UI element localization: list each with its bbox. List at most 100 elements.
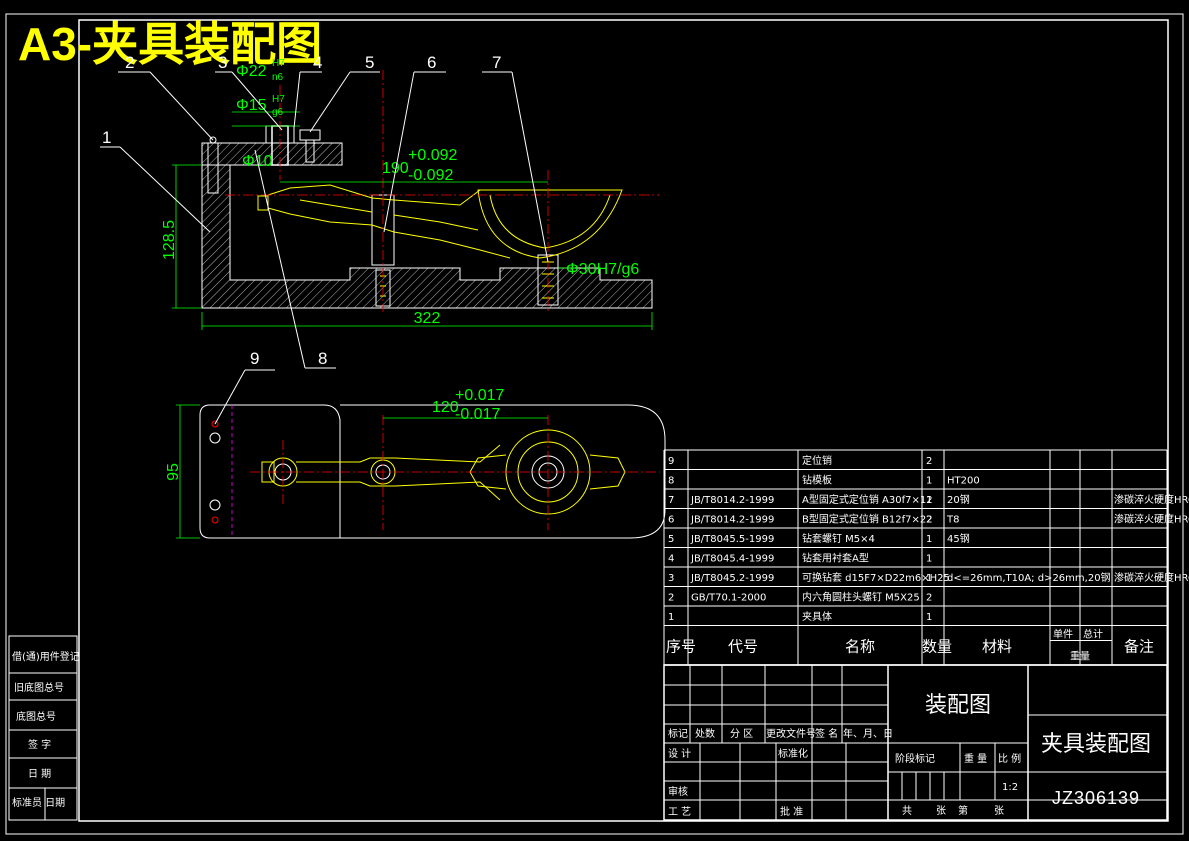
tb-scale-value: 1:2: [1002, 782, 1018, 793]
bom-row-name: 定位销: [802, 454, 832, 467]
bom-row-qty: 1: [926, 476, 932, 487]
tb-part-name: 夹具装配图: [1041, 732, 1151, 757]
tb-std: 标准化: [778, 747, 808, 760]
bom-head-no: 序号: [666, 638, 696, 656]
tb-total: 共: [902, 805, 912, 817]
sidebar-borrow-reg: 借(通)用件登记: [12, 650, 80, 663]
tb-no: 第: [958, 804, 968, 817]
sidebar-date: 日 期: [28, 768, 51, 780]
bom-row-note: 渗碳淬火硬度HRC50: [1114, 493, 1189, 506]
callout-1: 1: [102, 128, 111, 147]
fixture-body-section: [201, 164, 653, 309]
dim-phi22-fit-bot: n6: [272, 72, 284, 83]
bom-row-material: 45钢: [947, 532, 970, 545]
bom-row-qty: 2: [926, 593, 932, 604]
bom-row-material: HT200: [947, 476, 980, 487]
dim-phi15-fit-bot: g6: [272, 107, 284, 118]
dim-120: 120: [432, 399, 459, 416]
top-view: 120 +0.017 -0.017 95 9 8: [165, 349, 666, 539]
bom-row-qty: 2: [926, 456, 932, 467]
bom-row-name: 钻套螺钉 M5×4: [802, 532, 875, 545]
dim-length-322: 322: [414, 310, 441, 327]
bom-row-qty: 1: [926, 554, 932, 565]
bom-head-total-weight: 总计: [1083, 628, 1103, 641]
base-outline-top: [199, 404, 341, 539]
tb-sheet: 张: [994, 805, 1004, 817]
outer-frame: [5, 13, 1184, 835]
callout-leaders: [100, 71, 549, 369]
dim-phi15-fit-top: H7: [272, 94, 285, 105]
tb-mark: 标记: [668, 728, 688, 740]
sidebar-old-base: 旧底图总号: [14, 681, 64, 694]
tb-design: 设 计: [668, 747, 691, 760]
bom-row-no: 7: [668, 495, 674, 506]
callout-2: 2: [125, 53, 134, 72]
tb-drawing-type: 装配图: [925, 693, 991, 718]
bom-row-no: 1: [668, 612, 674, 623]
bom-row-note: 渗碳淬火硬度HRC50: [1114, 571, 1189, 584]
sidebar-std-date: 标准员 日期: [12, 797, 65, 809]
bom-row-qty: 1: [926, 495, 932, 506]
dim-height-128: 128.5: [161, 220, 178, 260]
tb-stage: 阶段标记: [895, 752, 935, 765]
sidebar-signature: 签 字: [28, 738, 51, 751]
drawing-title: A3-夹具装配图: [18, 18, 322, 70]
dim-phi22: Φ22: [236, 63, 267, 80]
bom-row-code: JB/T8045.5-1999: [690, 534, 774, 545]
title-block: 标记 处数 分 区 更改文件号 签 名 年、月、日 设 计 标准化 审核 工 艺…: [663, 664, 1168, 821]
callout-5: 5: [365, 53, 374, 72]
bom-row-note: 渗碳淬火硬度HRC50: [1114, 513, 1189, 526]
callout-4: 4: [313, 53, 322, 72]
tb-doc: 更改文件号: [766, 727, 816, 740]
tb-date: 年、月、日: [843, 727, 893, 740]
tb-scale: 比 例: [998, 752, 1021, 765]
bom-row-name: A型固定式定位销 A30f7×12: [802, 493, 933, 506]
tb-craft: 工 艺: [668, 806, 691, 818]
bom-row-material: d<=26mm,T10A; d>26mm,20钢: [947, 571, 1111, 584]
callout-9: 9: [250, 349, 259, 368]
dim-phi30: Φ30H7/g6: [566, 261, 639, 278]
bom-row-name: 夹具体: [802, 610, 832, 623]
bom-row-material: 20钢: [947, 493, 970, 506]
bom-row-no: 5: [668, 534, 674, 545]
left-sidebar: 借(通)用件登记 旧底图总号 底图总号 签 字 日 期 标准员 日期: [8, 635, 80, 821]
bom-row-no: 2: [668, 593, 674, 604]
tb-approve: 批 准: [780, 805, 803, 818]
bom-row-qty: 1: [926, 573, 932, 584]
bom-row-name: 钻套用衬套A型: [802, 552, 869, 565]
bom-row-code: JB/T8045.4-1999: [690, 554, 774, 565]
tb-sign: 签 名: [815, 727, 838, 740]
bom-head-code: 代号: [728, 638, 758, 656]
tb-drawing-code: JZ306139: [1052, 788, 1140, 808]
bom-head-unit-weight: 单件: [1053, 629, 1073, 641]
callout-8-front: 8: [318, 349, 327, 368]
bom-row-code: JB/T8045.2-1999: [690, 573, 774, 584]
dim-190-minus: -0.092: [408, 167, 453, 184]
bom-head-weight: 重量: [1070, 650, 1090, 663]
tb-weight: 重 量: [964, 752, 987, 765]
tb-sheets: 张: [936, 805, 946, 817]
dim-120-minus: -0.017: [455, 406, 500, 423]
tb-review: 审核: [668, 785, 688, 798]
bom-row-no: 3: [668, 573, 674, 584]
bom-row-no: 9: [668, 456, 674, 467]
bom-row-code: JB/T8014.2-1999: [690, 495, 774, 506]
workpiece-front: [257, 184, 623, 259]
dim-phi15: Φ15: [236, 97, 267, 114]
dim-190-plus: +0.092: [408, 147, 457, 164]
bom-row-qty: 1: [926, 534, 932, 545]
bom-row-no: 6: [668, 515, 674, 526]
bom-row-code: GB/T70.1-2000: [691, 593, 766, 604]
bom-row-name: 内六角圆柱头螺钉 M5X25: [802, 591, 920, 604]
inner-frame: [78, 19, 1169, 822]
dim-width-95: 95: [165, 463, 182, 481]
callout-6: 6: [427, 53, 436, 72]
bom-row-name: B型固定式定位销 B12f7×22: [802, 513, 933, 526]
bom-row-material: T8: [946, 515, 959, 526]
bom-row-no: 8: [668, 476, 674, 487]
tb-zone: 分 区: [730, 728, 753, 740]
dim-120-plus: +0.017: [455, 387, 504, 404]
front-section-view: 128.5 322 190 +0.092 -0.092 Φ22 H7 n6 Φ1…: [100, 53, 660, 369]
